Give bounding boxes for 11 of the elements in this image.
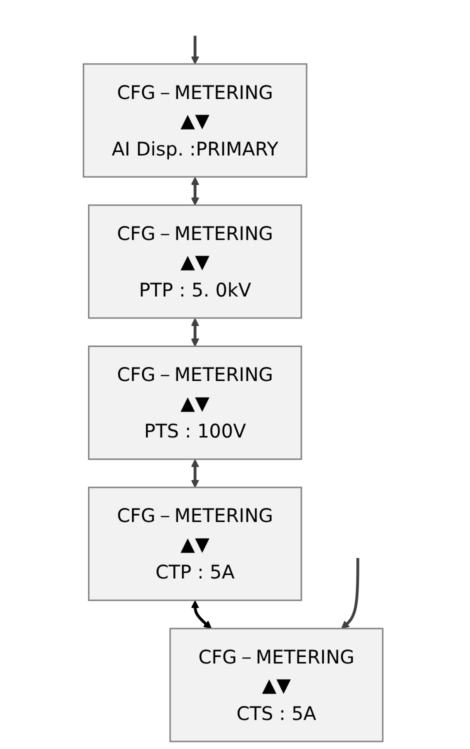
node-box: CFG－METERING ▲▼ CTS : 5A: [170, 628, 384, 742]
node-box: CFG－METERING ▲▼ PTP : 5. 0kV: [88, 204, 302, 319]
arrow: [341, 558, 360, 629]
node-box: CFG－METERING ▲▼ PTS : 100V: [88, 346, 302, 460]
arrow: [191, 176, 200, 206]
node-box: CFG－METERING ▲▼ AI Disp. :PRIMARY: [83, 63, 308, 178]
arrow: [191, 459, 200, 488]
arrow: [191, 318, 200, 347]
node-box: CFG－METERING ▲▼ CTP : 5A: [88, 486, 302, 602]
arrow: [191, 600, 212, 629]
arrow: [191, 36, 200, 64]
